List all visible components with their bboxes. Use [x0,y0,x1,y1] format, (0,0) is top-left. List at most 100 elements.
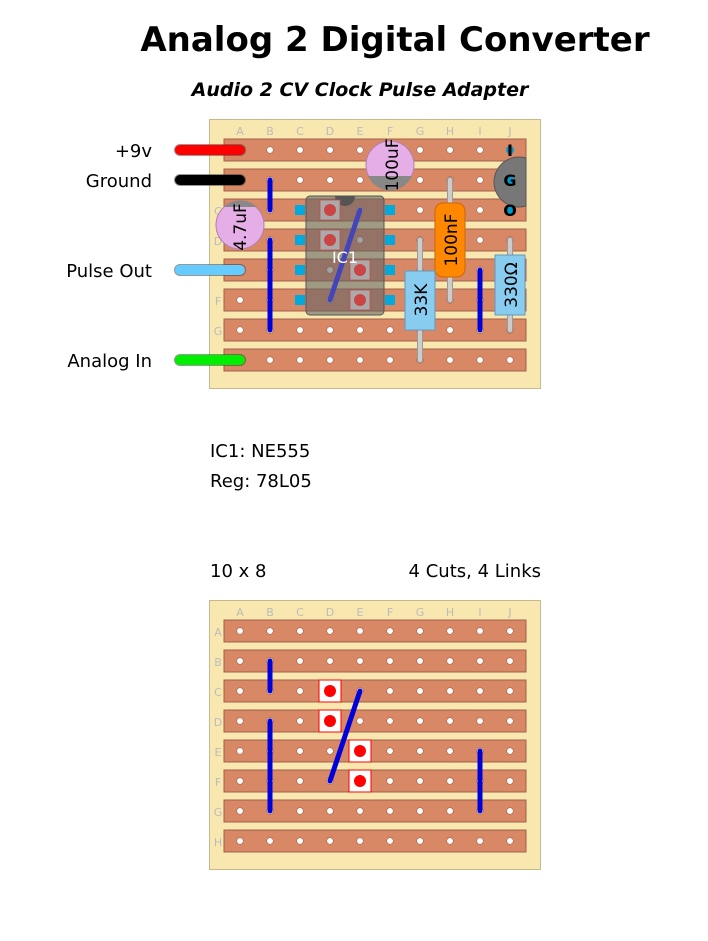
hole [506,627,514,635]
hole [416,717,424,725]
wire-label-9v: +9v [114,141,152,162]
hole [506,657,514,665]
row-label: G [214,325,223,338]
copper-strip [223,769,527,793]
column-label: B [266,125,274,138]
row-label: H [214,836,222,849]
hole [506,837,514,845]
column-label: A [236,125,244,138]
row-label: C [214,686,222,699]
column-label: J [507,125,511,138]
hole [356,146,364,154]
hole [506,687,514,695]
hole [356,837,364,845]
hole [356,326,364,334]
hole [236,717,244,725]
column-label: I [478,606,481,619]
hole [236,326,244,334]
hole [296,176,304,184]
track-cut-mark [354,775,366,787]
row-label: D [214,235,222,248]
hole [506,807,514,815]
row-label: E [215,746,222,759]
wire-label-ground: Ground [85,171,152,192]
column-label: E [357,606,364,619]
regulator-pin [506,206,514,214]
ic-pin [385,205,395,215]
column-label: F [387,125,393,138]
hole [326,146,334,154]
hole [386,717,394,725]
hole [236,627,244,635]
capacitor-stripe [224,200,257,207]
row-label: G [214,806,223,819]
column-label: J [507,606,511,619]
copper-strip [223,649,527,673]
track-cut-mark [324,204,336,216]
hole [266,627,274,635]
page-subtitle: Audio 2 CV Clock Pulse Adapter [191,79,529,101]
hole [356,176,364,184]
hole [446,717,454,725]
hole [236,657,244,665]
ic-link [327,207,363,303]
hole [236,807,244,815]
hole [416,146,424,154]
hole [476,356,484,364]
wire-label-pulse-out: Pulse Out [66,261,152,282]
track-cut-mark [324,234,336,246]
regulator-pin-label: O [503,201,517,220]
hole [296,747,304,755]
board [209,600,541,870]
copper-strip [223,318,527,342]
hole [236,296,244,304]
board-size: 10 x 8 [210,561,267,582]
hole [506,717,514,725]
hole [446,356,454,364]
hole [296,657,304,665]
hole [446,687,454,695]
hole [356,717,364,725]
hole [446,807,454,815]
column-label: A [236,606,244,619]
copper-strip [223,679,527,703]
capacitor-100nf-label: 100nF [442,213,462,266]
hole [266,146,274,154]
hole [326,176,334,184]
capacitor-100nf [434,202,466,278]
hole [296,807,304,815]
regulator-pin-label: I [507,141,513,160]
reg-note: Reg: 78L05 [210,471,312,492]
hole [386,356,394,364]
track-cut-mark [324,715,336,727]
hole [296,326,304,334]
resistor-330 [494,254,526,316]
hole [506,356,514,364]
hole [356,627,364,635]
ic-note: IC1: NE555 [210,441,311,462]
hole [476,657,484,665]
column-label: B [266,606,274,619]
hole [416,837,424,845]
hole [326,627,334,635]
ic-pin [385,235,395,245]
copper-strip [223,709,527,733]
track-cut-mark [354,264,366,276]
capacitor-100uf-label: 100uF [383,138,403,191]
cuts-links-summary: 4 Cuts, 4 Links [408,561,541,582]
column-label: G [416,606,425,619]
copper-strip [223,739,527,763]
hole [476,837,484,845]
column-label: H [446,606,454,619]
column-label: E [357,125,364,138]
copper-strip [223,829,527,853]
hole [446,777,454,785]
hole [446,657,454,665]
track-cut-mark [354,294,366,306]
hole [236,837,244,845]
hole [476,717,484,725]
hole [296,777,304,785]
track-cut-mark [354,745,366,757]
column-label: D [326,125,334,138]
hole [416,777,424,785]
